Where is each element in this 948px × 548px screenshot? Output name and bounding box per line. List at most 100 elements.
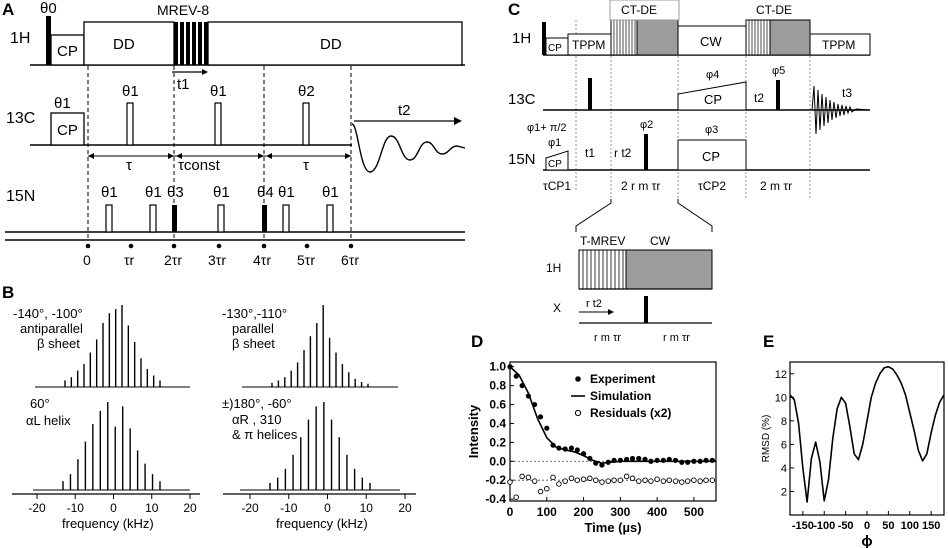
d-experiment-point: [617, 457, 623, 463]
c-label-ctde-1: CT-DE: [621, 3, 657, 17]
b-tick-label: 10: [145, 501, 159, 515]
c-label-ctde-2: CT-DE: [756, 3, 792, 17]
d-residual-point: [703, 477, 709, 483]
pulse-15n-7: [326, 204, 334, 233]
d-residual-point: [599, 479, 605, 485]
d-ytick-label: 0.8: [489, 379, 506, 393]
box-dd-2: [207, 21, 463, 66]
panel-b-label: B: [2, 283, 14, 302]
c-inset-label-cw: CW: [650, 234, 671, 248]
c-ctde-1-gray: [636, 19, 679, 56]
label-13c-theta1-b: θ1: [210, 83, 227, 100]
d-ytick-label: 0.0: [489, 454, 506, 468]
c-label-phi1-shift: φ1+ π/2: [527, 122, 567, 134]
d-residual-point: [666, 477, 673, 483]
d-experiment-point: [544, 425, 550, 431]
pulse-15n-1: [105, 204, 113, 233]
c-zoom-left: [575, 199, 612, 232]
d-residual-point: [709, 477, 716, 483]
e-xtick-label: 100: [901, 520, 919, 532]
label-mrev8: MREV-8: [157, 2, 209, 18]
c-label-rt2: r t2: [614, 146, 632, 160]
pulse-15n-2: [149, 204, 157, 233]
spectrum-1-angles: -140°, -100°: [13, 306, 83, 321]
b-tick-label: 10: [360, 501, 374, 515]
c-inset-tmrev-stripes: [582, 250, 624, 289]
spectrum-4: ±)180°, -60° αR , 310 & π helices: [222, 396, 400, 491]
d-experiment-point: [525, 393, 531, 399]
c-label-cp-1h: CP: [548, 43, 562, 54]
label-cp-13c: CP: [57, 122, 78, 139]
e-xtick-label: -150: [792, 520, 814, 532]
d-residual-point: [679, 479, 685, 485]
d-experiment-point: [599, 462, 605, 468]
panel-a-label: A: [2, 0, 14, 19]
d-xtick-label: 400: [647, 505, 667, 519]
e-xlabel: ϕ: [861, 533, 872, 548]
spectrum-4-angles: ±)180°, -60°: [222, 396, 292, 411]
spectrum-3-angles: 60°: [30, 396, 50, 411]
d-xlabel: Time (µs): [584, 520, 641, 535]
b-xlabel-left: frequency (kHz): [62, 516, 154, 531]
d-residual-point: [611, 477, 617, 483]
tick-3: 3τr: [208, 252, 226, 268]
d-residual-point: [568, 475, 575, 482]
d-ylabel: Intensity: [466, 404, 481, 458]
d-experiment-point: [648, 458, 654, 464]
b-tick-label: -20: [241, 501, 259, 515]
d-experiment-point: [691, 458, 697, 464]
label-theta1-cp: θ1: [54, 95, 71, 112]
d-residual-point: [660, 478, 667, 484]
d-experiment-point: [679, 459, 685, 465]
d-residual-point: [537, 488, 544, 495]
c-ctde-1-outline: [609, 0, 680, 21]
e-ytick-label: 4: [781, 463, 787, 475]
mrev8-block: [174, 22, 208, 65]
arrowhead-tau-l2: [168, 153, 174, 159]
c-label-t2: t2: [754, 91, 764, 105]
c-inset-label-tmrev: T-MREV: [580, 234, 625, 248]
c-ramp-cp-13c: [677, 81, 747, 111]
d-residual-point: [556, 481, 562, 487]
d-legend-marker-experiment: [575, 376, 581, 382]
tick-0: 0: [83, 252, 91, 268]
spectrum-4-line1: αR , 310: [232, 412, 281, 427]
e-plot-frame: [789, 361, 945, 516]
d-experiment-point: [568, 445, 575, 451]
fid-13c: [351, 123, 466, 173]
spectrum-1: -140°, -100° antiparallel β sheet: [13, 305, 190, 388]
pulse-13c-3: [302, 102, 310, 146]
e-rmsd-curve: [789, 365, 945, 503]
d-ytick-label: 0.4: [489, 416, 506, 430]
c-label-phi1: φ1: [548, 137, 561, 149]
d-xtick-label: 100: [537, 505, 557, 519]
label-t2-a: t2: [398, 102, 411, 119]
label-1h: 1H: [10, 30, 30, 47]
c-inset-label-rm-2: r m τr: [663, 332, 690, 344]
b-tick-label: -10: [280, 501, 298, 515]
c-box-cw-1h: [677, 25, 747, 56]
c-ramp-cp-15n: [545, 150, 569, 171]
e-xtick-label: 0: [864, 520, 870, 532]
d-residual-point: [587, 475, 593, 482]
d-experiment-point: [519, 383, 525, 389]
d-experiment-point: [556, 445, 562, 451]
c-label-cw-1h: CW: [700, 34, 722, 49]
d-experiment-point: [624, 456, 630, 462]
label-15n-theta1-2: θ1: [145, 184, 162, 201]
d-experiment-point: [654, 457, 660, 463]
tick-4: 4τr: [253, 252, 271, 268]
label-13c-theta1-a: θ1: [122, 83, 139, 100]
d-experiment-point: [550, 442, 556, 448]
spectrum-2-line2: β sheet: [232, 336, 275, 351]
c-label-1h: 1H: [512, 30, 531, 47]
c-box-cp-15n-2: [677, 139, 747, 171]
panel-d-label: D: [471, 332, 483, 351]
d-residual-point: [691, 477, 697, 483]
d-xtick-label: 0: [507, 505, 514, 519]
d-residual-point: [623, 473, 630, 480]
d-experiment-point: [580, 451, 587, 457]
d-experiment-point: [593, 460, 599, 466]
